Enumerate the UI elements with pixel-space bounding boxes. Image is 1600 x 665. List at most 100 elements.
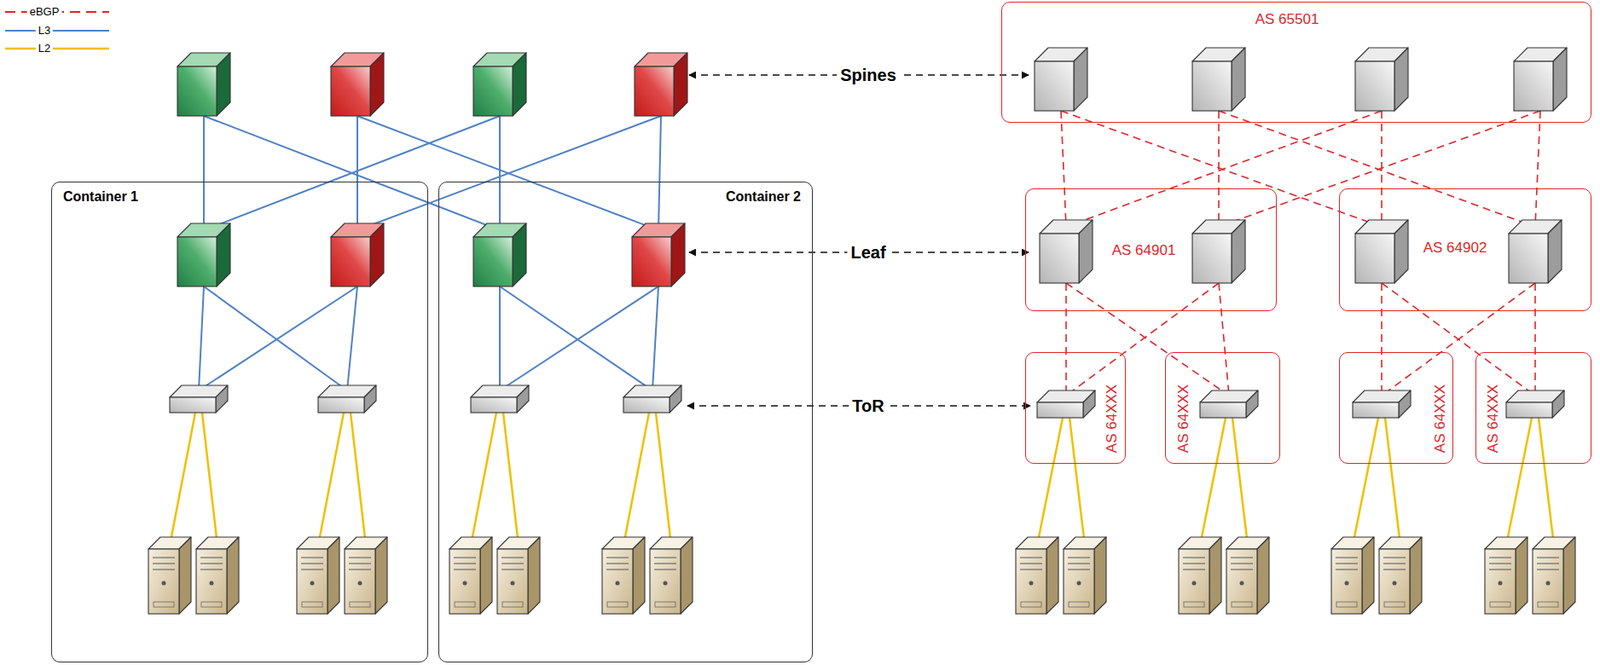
tor-switch (318, 385, 377, 413)
server (497, 537, 540, 615)
l2-link (1538, 417, 1554, 546)
l2-link (1352, 417, 1379, 546)
device-side (375, 537, 388, 615)
vent (301, 602, 323, 608)
l2-link (1037, 417, 1063, 546)
drive-bay (453, 569, 476, 571)
device-front (1379, 549, 1410, 615)
bgp-link (1381, 283, 1536, 396)
vent (1336, 602, 1357, 608)
tier-label: Spines (836, 65, 900, 86)
device-side (1094, 537, 1107, 615)
l2-link (318, 412, 344, 546)
bgp-link (1381, 283, 1536, 396)
l3-link (499, 286, 659, 391)
device-front (330, 237, 371, 287)
l2-link (1385, 417, 1401, 546)
vent (502, 602, 523, 608)
drive-bay (606, 557, 629, 559)
vent (153, 602, 174, 608)
tor-switch (1506, 390, 1565, 418)
power-button (1392, 581, 1398, 586)
device-front (497, 549, 528, 615)
leaf-switch (1039, 220, 1093, 284)
leaf-switch (330, 223, 384, 287)
leaf-switch (631, 223, 685, 287)
l3-link (498, 286, 501, 391)
spine-switch (1034, 47, 1088, 111)
device-side (1547, 220, 1562, 284)
l3-link (203, 115, 500, 231)
device-side (1409, 537, 1422, 615)
device-front (1037, 402, 1084, 418)
device-side (632, 537, 645, 615)
power-button (510, 581, 516, 586)
device-side (512, 52, 527, 116)
device-side (226, 537, 239, 615)
l3-link (203, 286, 348, 391)
as-label: AS 64XXX (1484, 382, 1502, 456)
server (1178, 537, 1222, 615)
spine-switch (330, 52, 384, 116)
drive-bay (200, 563, 223, 565)
vent (349, 602, 371, 608)
device-front (1355, 61, 1395, 111)
device-side (215, 385, 228, 413)
l2-link (655, 412, 672, 546)
drive-bay (1335, 557, 1358, 559)
l2-link (202, 412, 218, 546)
device-front (470, 397, 517, 413)
power-button (463, 581, 468, 586)
container-box: Container 2 (438, 181, 813, 663)
legend-text: L3 (35, 24, 53, 37)
l3-link (652, 286, 659, 391)
device-side (1563, 537, 1576, 615)
power-button (1240, 581, 1245, 586)
as-label: AS 64902 (1420, 239, 1490, 257)
device-side (1083, 390, 1096, 418)
l2-link (1200, 417, 1226, 546)
power-button (663, 581, 668, 586)
tier-arrows (687, 75, 1031, 406)
server (1379, 537, 1422, 615)
device-side (673, 52, 688, 116)
device-front (634, 66, 674, 116)
devices (148, 47, 1576, 615)
drive-bay (1182, 569, 1206, 571)
leaf-switch (1508, 220, 1562, 284)
vent (454, 602, 476, 608)
device-front (1063, 549, 1095, 615)
drive-bay (501, 557, 524, 559)
leaf-switch (177, 223, 231, 287)
drive-bay (301, 563, 324, 565)
device-front (177, 66, 217, 116)
device-front (1355, 233, 1395, 284)
vent (607, 602, 628, 608)
as-label: AS 64901 (1109, 242, 1179, 260)
drive-bay (152, 569, 175, 571)
tor-switch (623, 385, 682, 413)
bgp-link (1535, 110, 1541, 227)
as-label: AS 64XXX (1103, 382, 1121, 456)
leaf-switch (473, 223, 527, 287)
device-front (623, 397, 670, 413)
vent (1537, 602, 1559, 608)
drive-bay (1489, 569, 1512, 571)
drive-bay (1230, 557, 1253, 559)
device-side (179, 537, 192, 615)
spine-switch (634, 52, 688, 116)
device-side (1394, 220, 1409, 284)
container-box: Container 1 (51, 181, 429, 663)
spine-switch (1513, 47, 1567, 111)
power-button (310, 581, 315, 586)
drive-bay (1182, 563, 1206, 565)
vent (1384, 602, 1405, 608)
l3-link (658, 115, 661, 231)
leaf-switch (1192, 220, 1246, 284)
server (1484, 537, 1528, 615)
drive-bay (1383, 563, 1406, 565)
container-label: Container 1 (60, 189, 141, 205)
bgp-link (1065, 283, 1067, 396)
device-front (1178, 549, 1210, 615)
device-side (370, 223, 384, 287)
